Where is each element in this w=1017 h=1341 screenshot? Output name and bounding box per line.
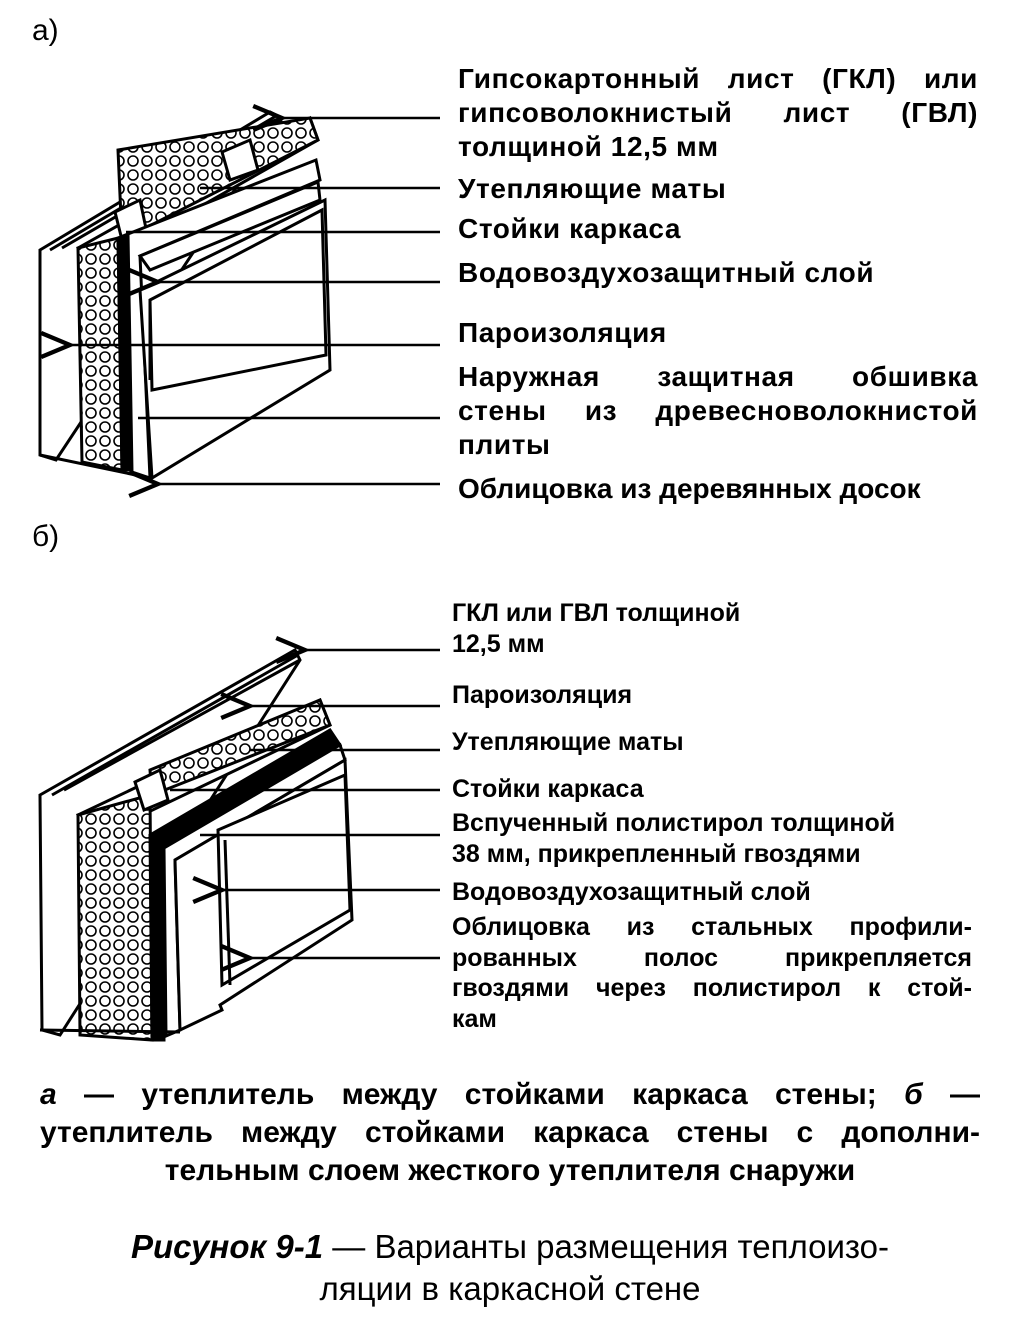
- stud-b1: [133, 767, 170, 813]
- callout-b-gkl: ГКЛ или ГВЛ толщиной 12,5 мм: [452, 599, 741, 658]
- callout-b-weather: Водовоздухозащитный слой: [452, 878, 811, 906]
- subcaption-line-3: тельным слоем жесткого утеплителя снаруж…: [164, 1154, 856, 1187]
- wall-drawing-a: [38, 110, 332, 481]
- callout-b-studs: Стойки каркаса: [452, 775, 644, 803]
- callout-a-weather: Водовоздухозащитный слой: [458, 257, 875, 288]
- subcaption-line-1: а — утеплитель между стойками каркаса ст…: [40, 1078, 980, 1111]
- leaders-a: [70, 118, 440, 484]
- callout-a-fibreboard: Наружная защитная обшивка стены из древе…: [458, 361, 978, 461]
- callout-b-siding: Облицовка из стальных профили- рованных …: [452, 913, 972, 1033]
- weather-barrier-a: [137, 179, 322, 272]
- callout-b-vapour: Пароизоляция: [452, 681, 633, 709]
- callout-b-mats: Утепляющие маты: [452, 728, 684, 756]
- subcaption-line-2: утеплитель между стойками каркаса стены …: [40, 1116, 980, 1149]
- insulation-front-a: [76, 236, 124, 472]
- callout-a-gkl: Гипсокартонный лист (ГКЛ) или гипсоволок…: [458, 63, 978, 163]
- insulation-front-b: [76, 793, 154, 1042]
- figure-caption: Рисунок 9-1 — Варианты размещения теплои…: [30, 1226, 990, 1310]
- panel-a-label: а): [32, 14, 59, 47]
- callout-a-mats: Утепляющие маты: [458, 173, 727, 204]
- panel-b-label: б): [32, 520, 60, 553]
- wall-drawing-b: [38, 647, 354, 1042]
- leaders-b: [170, 650, 440, 958]
- callout-b-polystyrene: Вспученный полистирол толщиной 38 мм, пр…: [452, 809, 896, 868]
- figure-number: Рисунок 9-1: [130, 1228, 324, 1265]
- figure-caption-line-2: ляции в каркасной стене: [319, 1270, 701, 1307]
- callout-a-vapour: Пароизоляция: [458, 317, 667, 348]
- vapour-barrier-a: [116, 231, 132, 472]
- figure-caption-line-1: Рисунок 9-1 — Варианты размещения теплои…: [130, 1228, 889, 1265]
- stud-a2: [220, 137, 260, 182]
- subcaption: а — утеплитель между стойками каркаса ст…: [40, 1076, 980, 1190]
- callout-a-siding: Облицовка из деревянных досок: [458, 473, 921, 504]
- callout-a-studs: Стойки каркаса: [458, 213, 682, 244]
- polystyrene-edge-b: [148, 727, 343, 1042]
